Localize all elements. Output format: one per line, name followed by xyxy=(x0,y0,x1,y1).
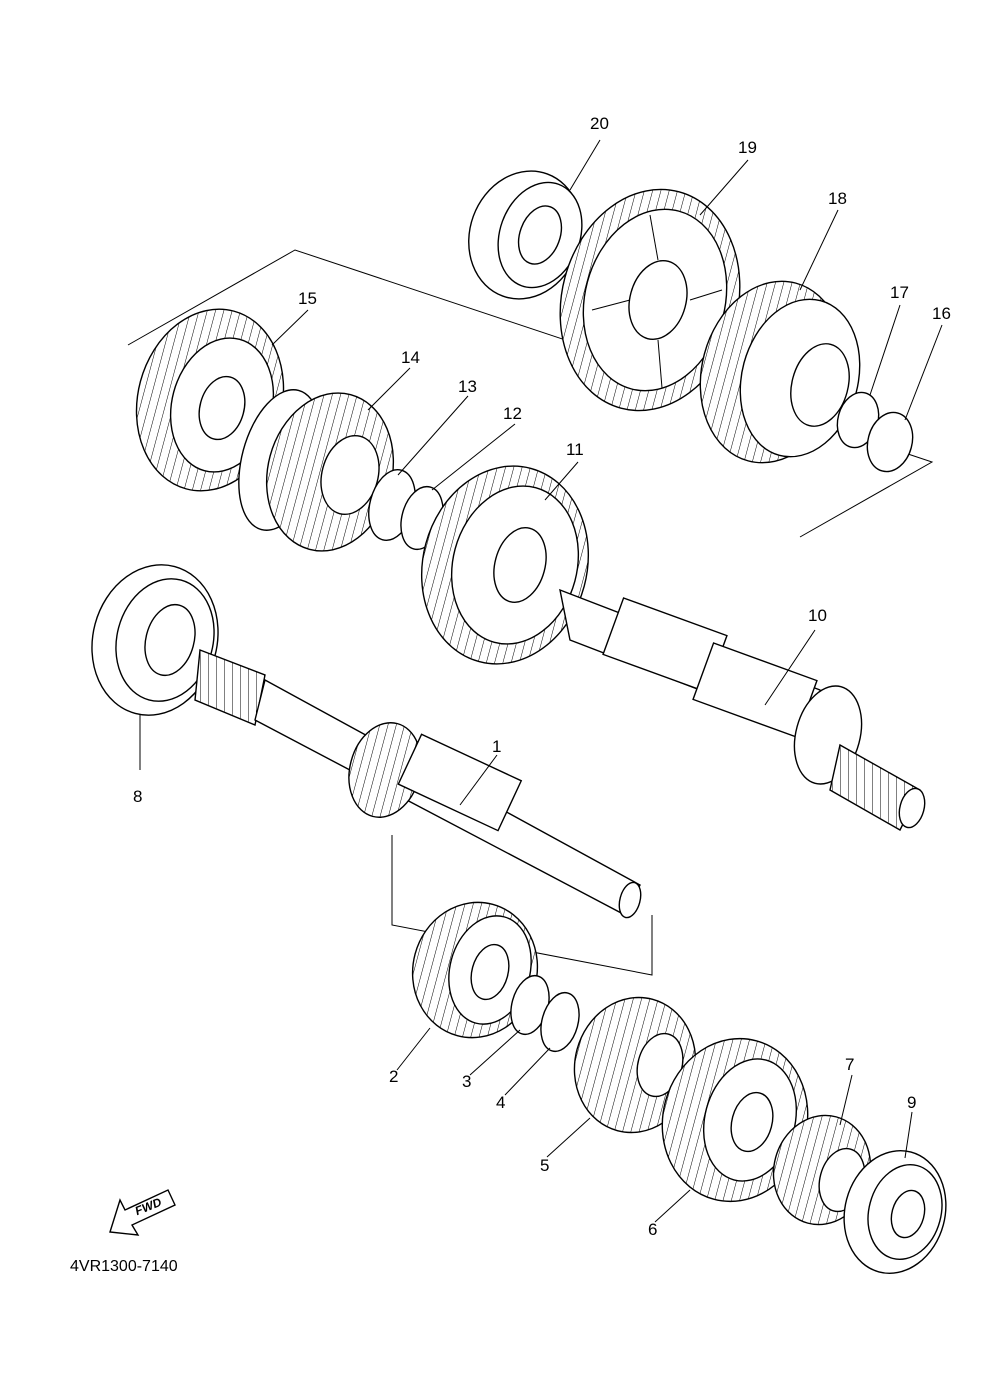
callout-12: 12 xyxy=(503,404,522,423)
callout-9: 9 xyxy=(907,1093,917,1112)
callout-17: 17 xyxy=(890,283,909,302)
circlip-16 xyxy=(866,411,914,473)
bearing-8 xyxy=(91,564,219,716)
main-axle-1 xyxy=(194,649,642,919)
leader-lines xyxy=(139,139,943,1223)
gear-18 xyxy=(699,280,861,464)
gear-19 xyxy=(559,188,741,412)
callout-18: 18 xyxy=(828,189,847,208)
callout-19: 19 xyxy=(738,138,757,157)
callout-13: 13 xyxy=(458,377,477,396)
callout-2: 2 xyxy=(389,1067,399,1086)
bearing-20 xyxy=(468,170,583,300)
callout-7: 7 xyxy=(845,1055,855,1074)
gear-11 xyxy=(420,465,590,665)
callout-8: 8 xyxy=(133,787,143,806)
gear-14 xyxy=(238,389,395,552)
callout-15: 15 xyxy=(298,289,317,308)
callout-6: 6 xyxy=(648,1220,658,1239)
callout-10: 10 xyxy=(808,606,827,625)
callout-5: 5 xyxy=(540,1156,550,1175)
callout-20: 20 xyxy=(590,114,609,133)
callout-16: 16 xyxy=(932,304,951,323)
part-code: 4VR1300-7140 xyxy=(70,1258,178,1275)
callout-4: 4 xyxy=(496,1093,506,1112)
callout-11: 11 xyxy=(566,440,584,459)
callout-1: 1 xyxy=(492,737,502,756)
gear-2 xyxy=(411,901,539,1039)
circlip-4 xyxy=(540,991,580,1053)
callout-14: 14 xyxy=(401,348,420,367)
fwd-arrow-icon: FWD xyxy=(109,1189,176,1236)
gear-5 xyxy=(573,996,697,1134)
drive-axle-10 xyxy=(559,588,926,831)
callout-3: 3 xyxy=(462,1072,472,1091)
bearing-9 xyxy=(843,1150,947,1274)
